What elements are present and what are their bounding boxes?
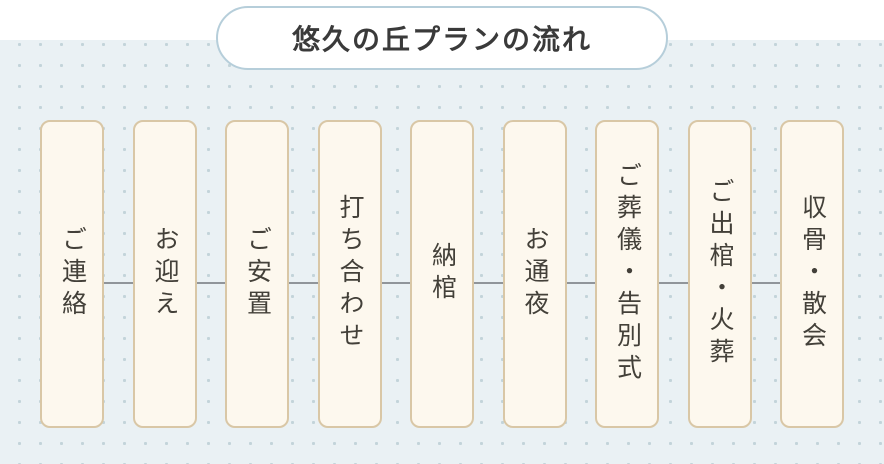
flow-step-card: ご安置 (225, 120, 289, 428)
flow-step-label: 納棺 (428, 242, 457, 306)
flow-step-card: 収骨・散会 (780, 120, 844, 428)
flow-step-card: 納棺 (410, 120, 474, 428)
flow-step-card: お通夜 (502, 120, 567, 428)
flow-step-label: ご葬儀・告別式 (613, 162, 642, 386)
diagram-title: 悠久の丘プランの流れ (291, 24, 592, 55)
flow-step-card: ご葬儀・告別式 (595, 120, 659, 428)
flow-step-label: ご連絡 (58, 226, 87, 322)
diagram-title-pill: 悠久の丘プランの流れ (216, 6, 668, 70)
flow-step-card: ご連絡 (40, 120, 104, 428)
flow-step-card: ご出棺・火葬 (687, 120, 752, 428)
flow-step-label: ご出棺・火葬 (706, 178, 734, 370)
flow-step-label: 収骨・散会 (798, 194, 827, 354)
flow-step-label: ご安置 (243, 226, 272, 322)
flow-step-label: お通夜 (521, 226, 549, 322)
flow-step-card: 打ち合わせ (317, 120, 382, 428)
flow-step-label: 打ち合わせ (336, 194, 364, 354)
steps-row: ご連絡 お迎え ご安置 打ち合わせ 納棺 お通夜 ご葬儀・告別式 ご出棺・火葬 … (40, 120, 844, 428)
flow-step-label: お迎え (151, 226, 179, 322)
flow-step-card: お迎え (132, 120, 197, 428)
